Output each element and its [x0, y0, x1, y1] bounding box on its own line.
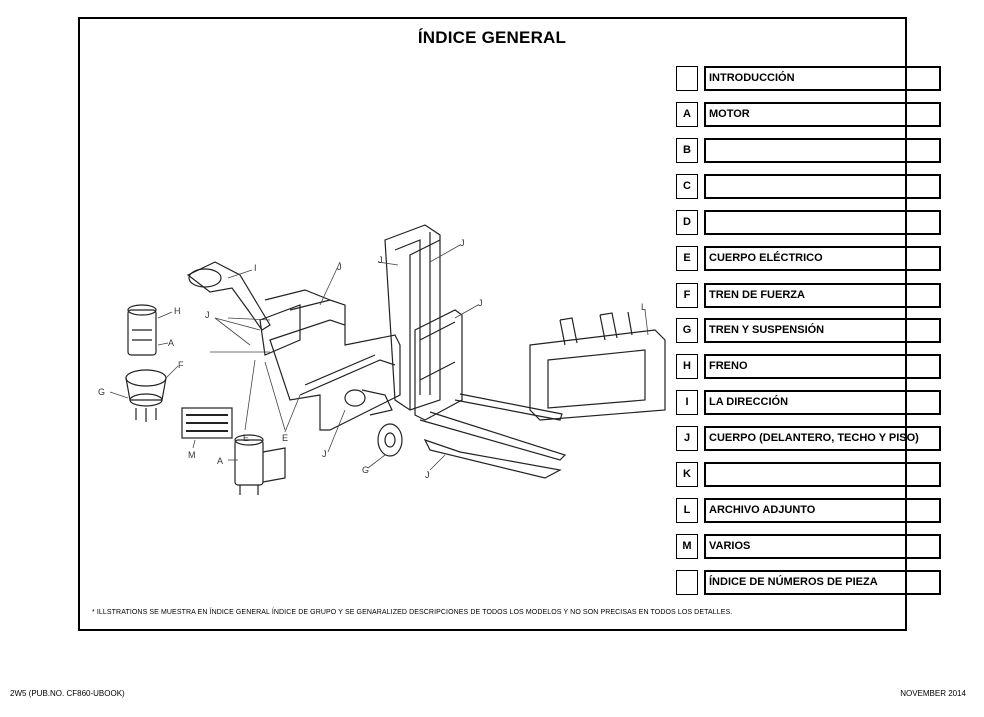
callout-i: I	[254, 263, 257, 273]
component-h	[127, 309, 157, 356]
callout-e-left: E	[243, 433, 249, 443]
index-label: LA DIRECCIÓN	[704, 390, 941, 415]
callout-m: M	[188, 450, 196, 460]
callout-a-upper: A	[168, 338, 174, 348]
index-letter: F	[676, 283, 698, 308]
index-letter: L	[676, 498, 698, 523]
index-label: INTRODUCCIÓN	[704, 66, 941, 91]
fork-upper	[419, 411, 567, 461]
index-label: FRENO	[704, 354, 941, 379]
callout-j-carriage: J	[478, 298, 483, 308]
callout-j-fork: J	[425, 470, 430, 480]
callout-l: L	[641, 302, 646, 312]
index-letter: H	[676, 354, 698, 379]
index-letter: E	[676, 246, 698, 271]
callout-j-top: J	[460, 238, 465, 248]
index-label	[704, 462, 941, 487]
callout-g-wheel: G	[362, 465, 369, 475]
callout-a-lower: A	[217, 456, 223, 466]
index-letter: C	[676, 174, 698, 199]
index-letter	[676, 570, 698, 595]
callout-j-body: J	[337, 262, 342, 272]
index-label: ÍNDICE DE NÚMEROS DE PIEZA	[704, 570, 941, 595]
index-label	[704, 138, 941, 163]
callout-f: F	[178, 360, 184, 370]
fork-lower	[423, 438, 562, 479]
carriage	[414, 309, 463, 421]
index-letter: J	[676, 426, 698, 451]
index-label: ARCHIVO ADJUNTO	[704, 498, 941, 523]
callout-j-mast: J	[378, 255, 383, 265]
index-letter: D	[676, 210, 698, 235]
index-letter: A	[676, 102, 698, 127]
index-label: TREN Y SUSPENSIÓN	[704, 318, 941, 343]
page-title: ÍNDICE GENERAL	[417, 28, 567, 47]
index-label: MOTOR	[704, 102, 941, 127]
tiller-arm	[186, 261, 271, 331]
illustration-footnote: * ILLSTRATIONS SE MUESTRA EN ÍNDICE GENE…	[92, 609, 733, 616]
publication-number: 2W5 (PUB.NO. CF860-UBOOK)	[10, 689, 125, 698]
index-letter: I	[676, 390, 698, 415]
pump-motor-a	[234, 439, 264, 486]
index-letter: B	[676, 138, 698, 163]
decal-m	[181, 407, 233, 439]
index-label: CUERPO ELÉCTRICO	[704, 246, 941, 271]
index-letter: G	[676, 318, 698, 343]
callout-g-left: G	[98, 387, 105, 397]
page-frame	[78, 17, 907, 631]
index-letter: M	[676, 534, 698, 559]
index-label: TREN DE FUERZA	[704, 283, 941, 308]
index-letter: K	[676, 462, 698, 487]
callout-j-left: J	[205, 310, 210, 320]
index-label: CUERPO (DELANTERO, TECHO Y PISO)	[704, 426, 941, 451]
chassis	[269, 319, 401, 431]
publication-date: NOVEMBER 2014	[900, 689, 966, 698]
index-label	[704, 210, 941, 235]
index-letter	[676, 66, 698, 91]
callout-j-lower: J	[322, 449, 327, 459]
attachment-l	[529, 329, 666, 421]
callout-e-right: E	[282, 433, 288, 443]
index-label: VARIOS	[704, 534, 941, 559]
mast	[384, 224, 441, 411]
callout-h: H	[174, 306, 181, 316]
index-label	[704, 174, 941, 199]
